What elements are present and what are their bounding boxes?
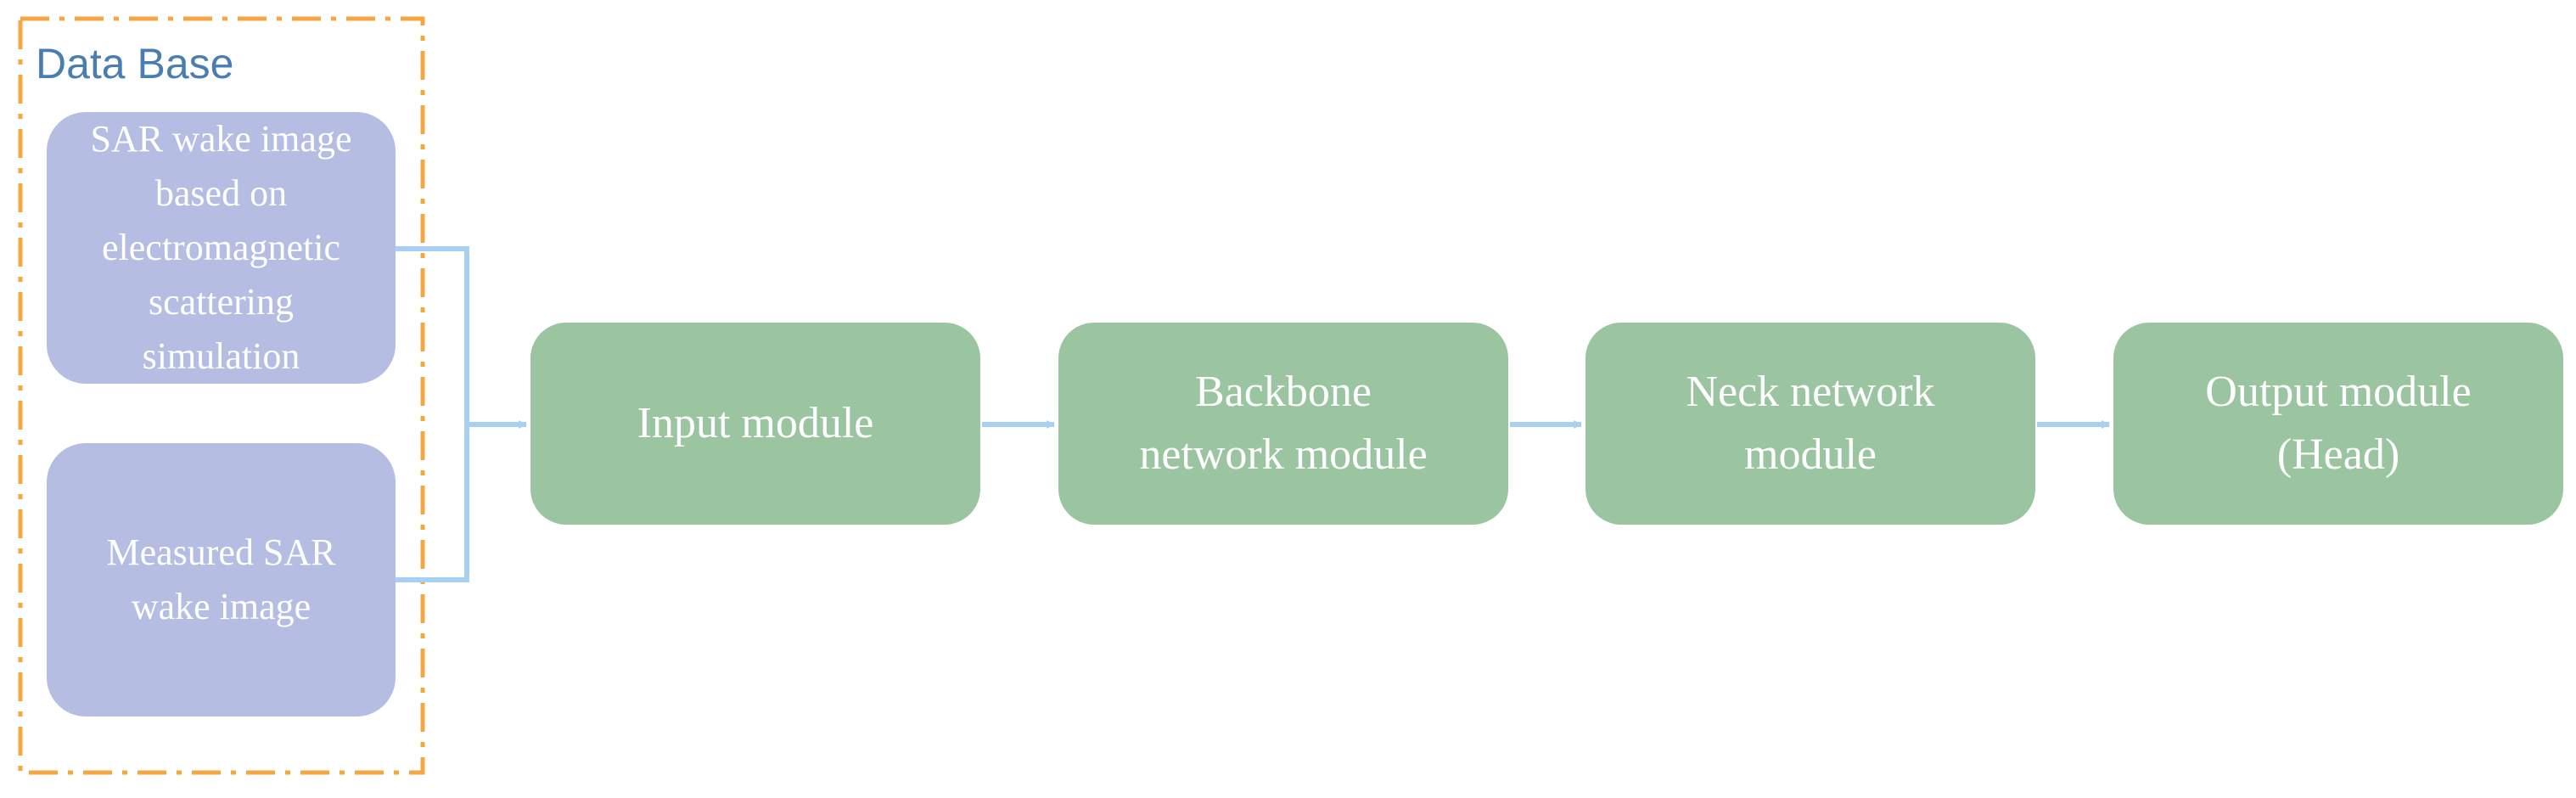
source-label-line: Measured SAR	[106, 531, 336, 573]
source-label-line: simulation	[142, 335, 300, 377]
source-label-line: wake image	[131, 586, 311, 627]
source-label-line: scattering	[148, 281, 295, 323]
module-label-line: Neck network	[1686, 368, 1935, 416]
source-label-line: based on	[154, 172, 288, 214]
module-label-line: (Head)	[2276, 430, 2400, 479]
source-simulated-sar-image: SAR wake image based on electromagnetic …	[47, 112, 396, 384]
neck-network-module: Neck network module	[1585, 323, 2035, 525]
module-label-line: Output module	[2205, 368, 2472, 416]
module-label-line: Backbone	[1195, 368, 1372, 416]
database-frame-border	[18, 16, 425, 775]
module-label-line: Input module	[637, 399, 874, 447]
output-module-head: Output module (Head)	[2113, 323, 2563, 525]
source-measured-sar-image: Measured SAR wake image	[47, 443, 396, 717]
source-bracket-connector	[396, 246, 469, 582]
input-module: Input module	[530, 323, 980, 525]
source-label-line: SAR wake image	[90, 118, 352, 160]
backbone-network-module: Backbone network module	[1058, 323, 1508, 525]
module-label-line: network module	[1139, 430, 1428, 479]
database-title: Data Base	[36, 40, 234, 87]
module-label-line: module	[1744, 430, 1877, 479]
source-label-line: electromagnetic	[102, 227, 340, 268]
